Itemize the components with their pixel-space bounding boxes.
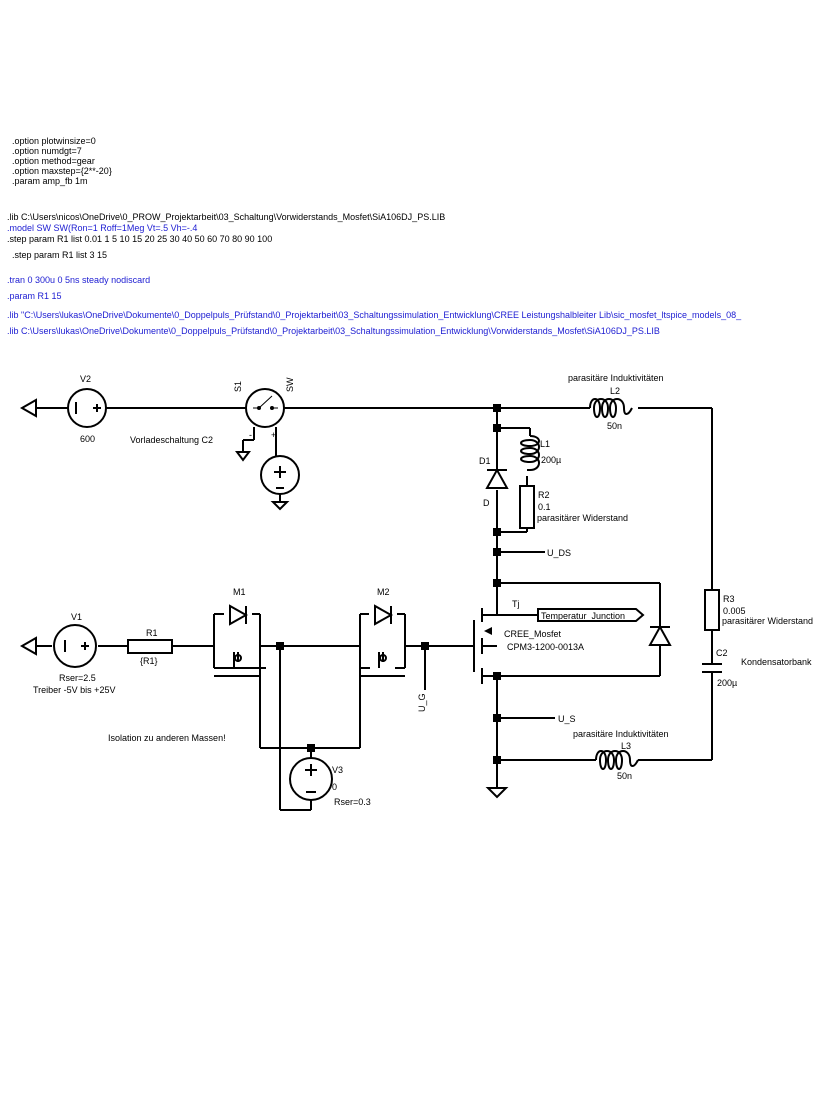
precharge-note: Vorladeschaltung C2	[130, 435, 213, 445]
v2-name: V2	[80, 374, 91, 384]
ground-icon	[235, 451, 251, 462]
d1-name: D1	[479, 456, 491, 466]
isolation-note: Isolation zu anderen Massen!	[108, 733, 226, 743]
directive-lib-2: .lib "C:\Users\lukas\OneDrive\Dokumente\…	[7, 310, 742, 320]
c2-value: 200µ	[717, 678, 737, 688]
directive-param-r1: .param R1 15	[7, 291, 62, 301]
r3-note: parasitärer Widerstand	[722, 616, 813, 626]
m2-name: M2	[377, 587, 390, 597]
l3-value: 50n	[617, 771, 632, 781]
u-s-label: U_S	[558, 714, 576, 724]
tj-label: Tj	[512, 599, 520, 609]
directive-param-amp: .param amp_fb 1m	[12, 176, 88, 186]
m1-name: M1	[233, 587, 246, 597]
directive-lib-1: .lib C:\Users\nicos\OneDrive\0_PROW_Proj…	[7, 212, 445, 222]
directive-method: .option method=gear	[12, 156, 95, 166]
c2-name: C2	[716, 648, 728, 658]
v1-source: V1 Rser=2.5 Treiber -5V bis +25V	[19, 612, 115, 695]
junction-nodes	[276, 404, 501, 764]
ground-icon	[270, 501, 290, 511]
v3-rser: Rser=0.3	[334, 797, 371, 807]
directive-step-2: .step param R1 list 3 15	[12, 250, 107, 260]
d1-diode: D1 D	[479, 456, 509, 508]
l1-name: L1	[540, 439, 550, 449]
r1-name: R1	[146, 628, 158, 638]
s1-name: S1	[233, 381, 243, 392]
d1-model: D	[483, 498, 490, 508]
directive-tran: .tran 0 300u 0 5ns steady nodiscard	[7, 275, 150, 285]
switch-control-source	[260, 455, 300, 511]
svg-text:+: +	[271, 430, 276, 440]
r2-name: R2	[538, 490, 550, 500]
directive-maxstep: .option maxstep={2**-20}	[12, 166, 112, 176]
r1-value: {R1}	[140, 656, 158, 666]
c2-capacitor: C2 Kondensatorbank 200µ	[702, 648, 812, 688]
l3-inductor: parasitäre Induktivitäten L3 50n	[573, 729, 669, 781]
directive-step-1: .step param R1 list 0.01 1 5 10 15 20 25…	[7, 234, 272, 244]
v3-value: 0	[332, 782, 337, 792]
wires	[36, 407, 713, 811]
s1-model: SW	[285, 377, 295, 392]
ground-arrow-icon	[19, 636, 37, 656]
l2-note: parasitäre Induktivitäten	[568, 373, 664, 383]
c2-note: Kondensatorbank	[741, 657, 812, 667]
l1-inductor: L1 200µ	[520, 435, 561, 471]
v2-value: 600	[80, 434, 95, 444]
v1-note: Treiber -5V bis +25V	[33, 685, 115, 695]
r2-value: 0.1	[538, 502, 551, 512]
v1-name: V1	[71, 612, 82, 622]
spice-directives: .option plotwinsize=0 .option numdgt=7 .…	[7, 136, 742, 336]
v2-source: V2 600	[19, 374, 107, 444]
ground-arrow-icon	[19, 398, 37, 418]
v1-rser: Rser=2.5	[59, 673, 96, 683]
v3-source: V3 0 Rser=0.3	[289, 757, 371, 807]
r2-resistor: R2 0.1 parasitärer Widerstand	[519, 485, 628, 529]
mosfet-name: CREE_Mosfet	[504, 629, 562, 639]
l2-value: 50n	[607, 421, 622, 431]
r3-name: R3	[723, 594, 735, 604]
l3-name: L3	[621, 741, 631, 751]
l1-value: 200µ	[541, 455, 561, 465]
m1-mosfet: M1	[214, 587, 266, 677]
mosfet-model: CPM3-1200-0013A	[507, 642, 584, 652]
r3-resistor: R3 0.005 parasitärer Widerstand	[704, 589, 813, 631]
temperature-flag	[537, 608, 645, 622]
ground-icon	[485, 787, 509, 799]
r1-resistor: R1 {R1}	[127, 628, 173, 666]
r3-value: 0.005	[723, 606, 746, 616]
svg-text:-: -	[249, 430, 252, 440]
directive-numdgt: .option numdgt=7	[12, 146, 82, 156]
temperature-flag-label: Temperatur_Junction	[541, 611, 625, 621]
directive-lib-3: .lib C:\Users\lukas\OneDrive\Dokumente\0…	[7, 326, 660, 336]
l2-name: L2	[610, 386, 620, 396]
cree-mosfet: Tj Temperatur_Junction CREE_Mosfet CPM3-…	[473, 599, 645, 684]
v3-name: V3	[332, 765, 343, 775]
s1-switch: - + S1 SW	[233, 377, 295, 462]
directive-model-sw: .model SW SW(Ron=1 Roff=1Meg Vt=.5 Vh=-.…	[7, 223, 197, 233]
l3-note: parasitäre Induktivitäten	[573, 729, 669, 739]
u-g-label: U_G	[417, 693, 427, 712]
l2-inductor: parasitäre Induktivitäten L2 50n	[568, 373, 664, 431]
r2-note: parasitärer Widerstand	[537, 513, 628, 523]
body-diode	[648, 624, 672, 646]
directive-plotwinsize: .option plotwinsize=0	[12, 136, 96, 146]
u-ds-label: U_DS	[547, 548, 571, 558]
m2-mosfet: M2	[360, 587, 405, 677]
